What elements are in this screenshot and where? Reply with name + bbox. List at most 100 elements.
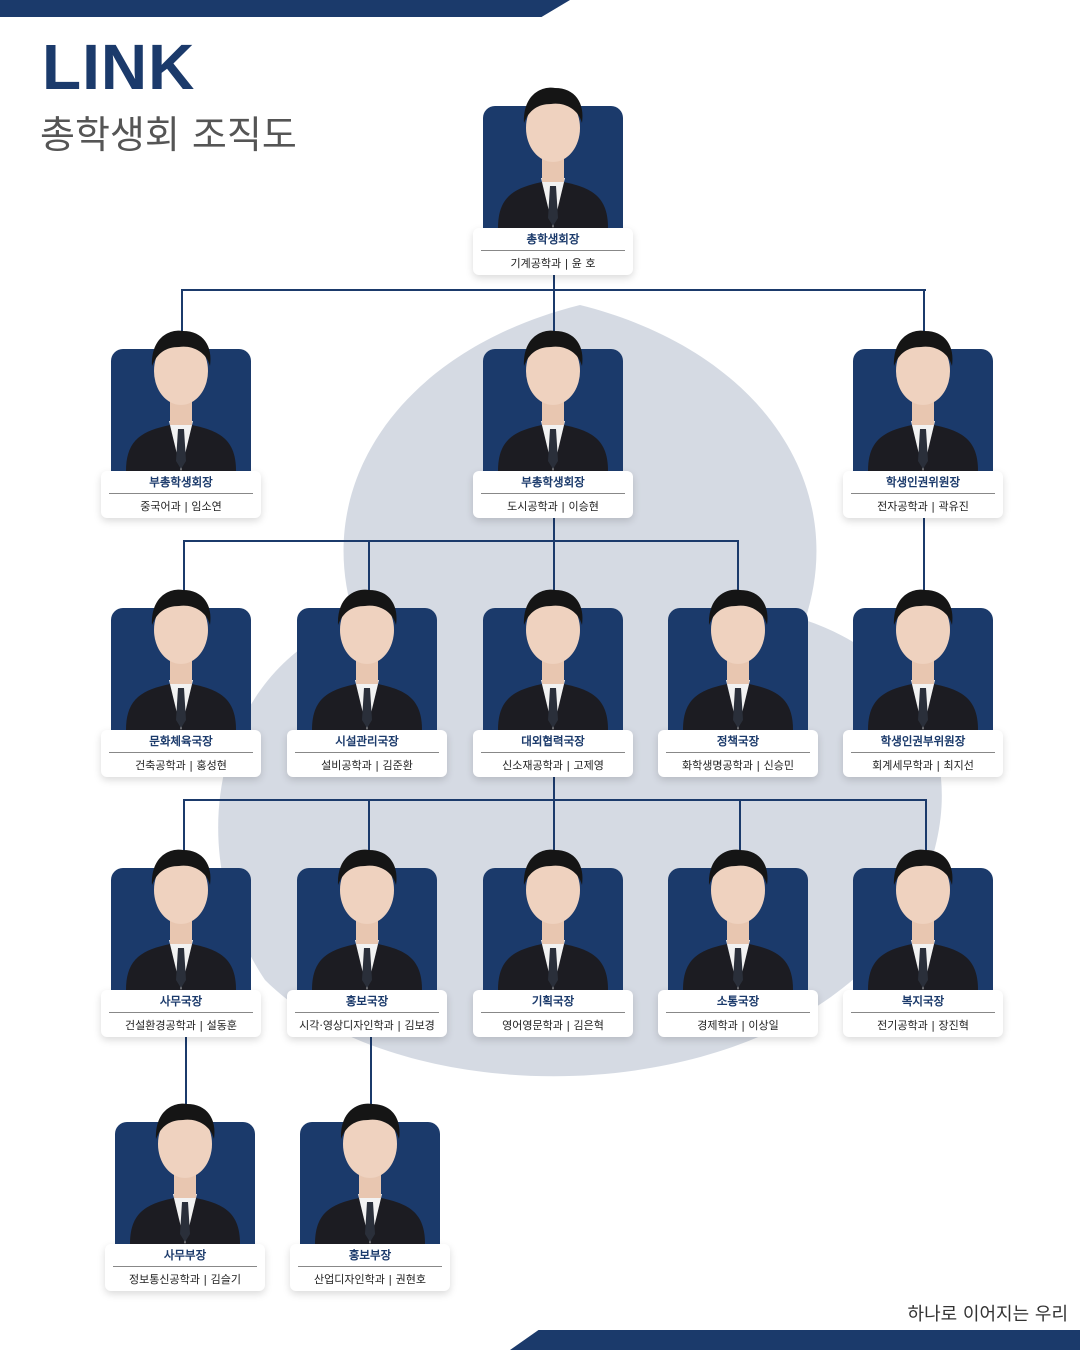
member-photo: [111, 849, 251, 990]
logo: LINK: [42, 31, 196, 103]
connector-line: [370, 1030, 372, 1122]
member-photo: [853, 330, 993, 471]
connector-line: [925, 799, 927, 868]
member-info: 경제학과 | 이상일: [697, 1019, 779, 1032]
connector-line: [739, 799, 741, 868]
member-photo: [300, 1103, 440, 1244]
member-photo: [483, 330, 623, 471]
connector-line: [183, 799, 185, 868]
member-role: 정책국장: [666, 733, 810, 753]
member-info: 신소재공학과 | 고제영: [502, 759, 604, 772]
member-info: 건축공학과 | 홍성현: [135, 759, 227, 772]
member-info: 화학생명공학과 | 신승민: [682, 759, 794, 772]
connector-line: [553, 799, 555, 868]
member-role: 사무부장: [113, 1247, 257, 1267]
member-role: 기획국장: [481, 993, 625, 1013]
member-photo: [853, 589, 993, 730]
member-photo: [483, 87, 623, 228]
member-photo: [483, 589, 623, 730]
connector-line: [553, 289, 555, 349]
member-role: 홍보국장: [295, 993, 439, 1013]
member-info: 산업디자인학과 | 권현호: [314, 1273, 426, 1286]
member-photo: [297, 849, 437, 990]
member-info: 전자공학과 | 곽유진: [877, 500, 969, 513]
member-photo: [668, 849, 808, 990]
member-role: 홍보부장: [298, 1247, 442, 1267]
member-info: 정보통신공학과 | 김슬기: [129, 1273, 241, 1286]
member-info: 도시공학과 | 이승현: [507, 500, 599, 513]
member-info: 중국어과 | 임소연: [140, 500, 222, 513]
member-photo: [297, 589, 437, 730]
member-photo: [111, 589, 251, 730]
member-info: 시각·영상디자인학과 | 김보경: [299, 1019, 435, 1032]
member-info: 영어영문학과 | 김은혁: [502, 1019, 604, 1032]
connector-line: [553, 540, 555, 608]
page-title: 총학생회 조직도: [40, 113, 297, 157]
member-photo: [853, 849, 993, 990]
member-role: 총학생회장: [481, 231, 625, 251]
connector-line: [368, 540, 370, 608]
connector-line: [553, 268, 555, 290]
member-role: 문화체육국장: [109, 733, 253, 753]
connector-line: [183, 540, 185, 608]
member-photo: [668, 589, 808, 730]
member-role: 복지국장: [851, 993, 995, 1013]
bottom-accent-bar: [510, 1330, 1080, 1350]
member-role: 사무국장: [109, 993, 253, 1013]
connector-line: [183, 540, 739, 542]
connector-line: [923, 512, 925, 608]
member-photo: [111, 330, 251, 471]
connector-line: [553, 512, 555, 541]
member-role: 소통국장: [666, 993, 810, 1013]
top-accent-bar: [0, 0, 570, 17]
connector-line: [183, 799, 927, 801]
connector-line: [553, 771, 555, 800]
member-role: 대외협력국장: [481, 733, 625, 753]
connector-line: [185, 1030, 187, 1122]
connector-line: [368, 799, 370, 868]
member-photo: [483, 849, 623, 990]
member-role: 학생인권위원장: [851, 474, 995, 494]
member-role: 부총학생회장: [109, 474, 253, 494]
member-info: 기계공학과 | 윤 호: [510, 257, 596, 270]
member-info: 전기공학과 | 장진혁: [877, 1019, 969, 1032]
member-role: 부총학생회장: [481, 474, 625, 494]
member-info: 회계세무학과 | 최지선: [872, 759, 974, 772]
connector-line: [923, 289, 925, 349]
member-info: 건설환경공학과 | 설동훈: [125, 1019, 237, 1032]
member-photo: [115, 1103, 255, 1244]
member-role: 시설관리국장: [295, 733, 439, 753]
member-info: 설비공학과 | 김준환: [321, 759, 413, 772]
